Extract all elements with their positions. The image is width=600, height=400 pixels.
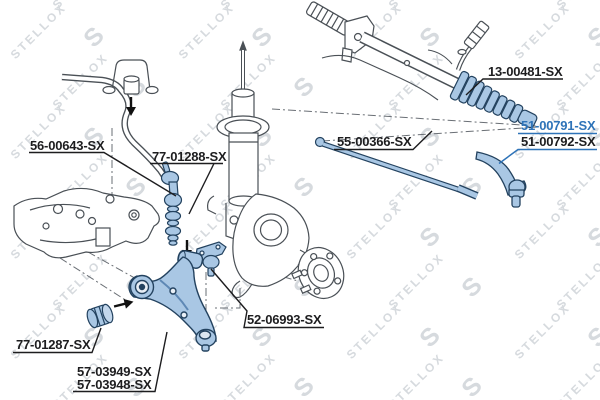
- stabilizer-bar-drawing: [61, 73, 167, 178]
- rack-boot-drawing: [449, 70, 538, 129]
- strut-drawing: [207, 40, 273, 243]
- part-label-stab-link: 56-00643-SX: [30, 138, 105, 153]
- highlight-leader-lines: [498, 132, 597, 165]
- assembly-arrow-down-1: [126, 97, 136, 116]
- steering-rack-drawing: [305, 1, 490, 101]
- part-label-control-arm-a: 57-03949-SX: [77, 364, 152, 379]
- assembly-arrow-right: [113, 298, 134, 309]
- part-label-arm-bushing: 77-01287-SX: [16, 337, 91, 352]
- part-label-tie-rod-end-alt: 51-00792-SX: [521, 134, 596, 149]
- subframe-drawing: [13, 187, 160, 259]
- part-label-tie-rod: 55-00366-SX: [337, 134, 412, 149]
- stabilizer-clamp-drawing: [102, 59, 159, 95]
- stabilizer-link-drawing: [160, 161, 183, 246]
- ball-joint-drawing: [195, 241, 227, 277]
- control-arm-drawing: [128, 250, 217, 352]
- part-label-control-arm-b: 57-03948-SX: [77, 377, 152, 392]
- part-label-rack-boot: 13-00481-SX: [488, 64, 563, 79]
- part-label-link-bushing: 77-01288-SX: [152, 149, 227, 164]
- arm-bushing-drawing: [86, 303, 114, 329]
- tie-rod-end-drawing: [475, 151, 527, 208]
- part-label-ball-joint: 52-06993-SX: [247, 312, 322, 327]
- knuckle-drawing: [231, 193, 318, 299]
- part-label-tie-rod-end-primary[interactable]: 51-00791-SX: [521, 118, 596, 133]
- tie-rod-drawing: [314, 136, 479, 200]
- hub-drawing: [291, 247, 345, 299]
- leader-lines: [13, 78, 563, 393]
